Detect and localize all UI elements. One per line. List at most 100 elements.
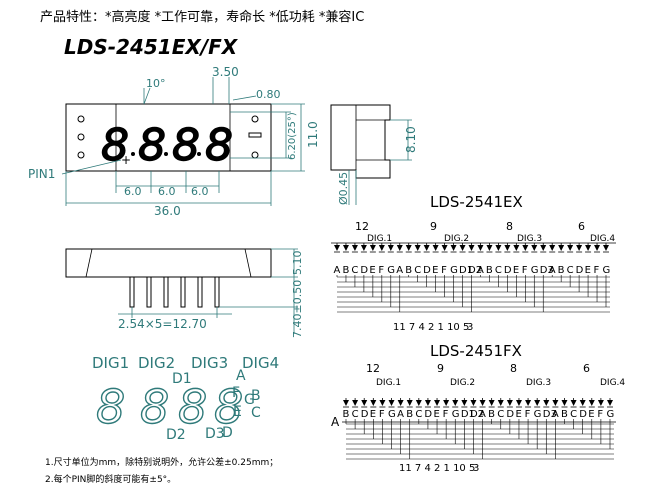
ex-diode — [549, 245, 556, 251]
ex-diode — [396, 245, 403, 251]
ex-diode — [477, 245, 484, 251]
mount-dot — [77, 133, 85, 141]
pin1-label: PIN1 — [28, 167, 55, 181]
pitch-1: 6.0 — [124, 185, 142, 198]
seg-d: D — [222, 425, 233, 441]
ex-segment-letter: E — [513, 265, 519, 276]
dim-510: 5.10 — [291, 251, 304, 276]
ex-segment-letter: D — [504, 265, 512, 276]
ex-segment-letter: E — [369, 265, 375, 276]
fx-diode — [561, 400, 568, 406]
ex-segment-letter: E — [585, 265, 591, 276]
seg-d2: D2 — [166, 427, 186, 443]
fx-diode — [434, 400, 441, 406]
segment-map: DIG1 DIG2 DIG3 DIG4 8 8 8 8 A B C D1 D2 … — [92, 354, 279, 443]
fx-segment-letter: B — [343, 409, 350, 420]
front-outline — [65, 103, 272, 172]
digit-label-4: DIG4 — [242, 354, 279, 372]
dim-pin-pitch: 2.54×5=12.70 — [118, 317, 207, 331]
mount-dot — [77, 151, 85, 159]
schematic-fx-title: LDS-2451FX — [430, 342, 522, 360]
ex-diode — [351, 245, 358, 251]
fx-diode — [607, 400, 613, 406]
ex-bus-lines — [336, 275, 610, 313]
side-view: 8.10 Ø0.45 — [330, 104, 418, 205]
ex-segment-letter: A — [396, 265, 403, 276]
colon-segment — [248, 132, 262, 138]
seg-b: B — [251, 388, 261, 404]
fx-diode — [343, 400, 349, 406]
note-2: 2.每个PIN脚的斜度可能有±5°。 — [45, 473, 176, 485]
ex-diode — [450, 245, 457, 251]
ex-segment-letter: C — [414, 265, 421, 276]
ex-diode — [432, 245, 439, 251]
dim-810: 8.10 — [404, 126, 418, 153]
ex-pin-3: 3 — [467, 322, 473, 333]
ex-diode — [495, 245, 502, 251]
ex-segment-letter: F — [594, 265, 600, 276]
ex-segment-letter: C — [567, 265, 574, 276]
ex-diode — [405, 245, 412, 251]
ex-diode — [334, 245, 340, 251]
fx-segment-letter: E — [434, 409, 440, 420]
fx-diode — [543, 400, 550, 406]
fx-segment-letter: E — [588, 409, 594, 420]
fx-segment-letter: A — [397, 409, 404, 420]
ex-diode — [531, 245, 538, 251]
ex-segment-letter: D — [360, 265, 368, 276]
fx-pin-6: 6 — [583, 362, 590, 375]
fx-segment-letter: E — [515, 409, 521, 420]
fx-segment-letter: D — [361, 409, 369, 420]
ex-diode — [414, 245, 421, 251]
ex-segment-letter: D — [423, 265, 431, 276]
fx-diode — [579, 400, 586, 406]
fx-diode — [352, 400, 359, 406]
fx-diode — [479, 400, 486, 406]
ex-dig-4: DIG.4 — [590, 234, 615, 244]
dim-740: 7.40±0.50 — [291, 280, 304, 338]
fx-segment-letter: C — [497, 409, 504, 420]
ex-diode — [441, 245, 448, 251]
map-digit-1: 8 — [96, 380, 125, 434]
fx-common-a: A — [331, 415, 340, 429]
fx-segment-letter: F — [379, 409, 385, 420]
seg-g: G — [244, 392, 255, 408]
fx-dig-4: DIG.4 — [600, 378, 625, 388]
mount-dot — [77, 115, 85, 123]
fx-diode — [415, 400, 422, 406]
ex-segment-letter: A — [334, 265, 341, 276]
digit-1: 8 — [101, 120, 129, 171]
schematic-ex: LDS-2541EX 12 9 8 6 DIG.1 DIG.2 DIG.3 DI… — [331, 193, 616, 333]
ex-pin-8: 8 — [506, 220, 513, 233]
fx-diode — [506, 400, 513, 406]
ex-segment-letter: F — [441, 265, 447, 276]
ex-segment-letter: G — [450, 265, 458, 276]
digit-label-2: DIG2 — [138, 354, 175, 372]
ex-diode — [486, 245, 493, 251]
ex-diode — [540, 245, 547, 251]
fx-segment-letter: G — [534, 409, 542, 420]
ex-segment-letter: D1 — [459, 265, 473, 276]
ex-diode — [567, 245, 574, 251]
ex-segment-letter: A — [477, 265, 484, 276]
ex-pin-9: 9 — [430, 220, 437, 233]
fx-diode — [570, 400, 577, 406]
ex-segment-letter: B — [405, 265, 412, 276]
ex-dig-3: DIG.3 — [517, 234, 542, 244]
fx-pin-8: 8 — [510, 362, 517, 375]
bottom-outline — [65, 248, 272, 278]
fx-segment-letter: C — [570, 409, 577, 420]
ex-diode — [504, 245, 511, 251]
fx-segment-letter: G — [607, 409, 615, 420]
fx-segment-letter: G — [452, 409, 460, 420]
fx-diode — [588, 400, 595, 406]
fx-diode — [497, 400, 504, 406]
fx-segment-letter: A — [479, 409, 486, 420]
fx-diode — [461, 400, 468, 406]
fx-diode — [443, 400, 450, 406]
front-view: 8 8 8 8 10° 3.50 0.80 6.20(25°) 11.0 PIN… — [28, 65, 320, 218]
ex-segment-letter: D2 — [468, 265, 482, 276]
